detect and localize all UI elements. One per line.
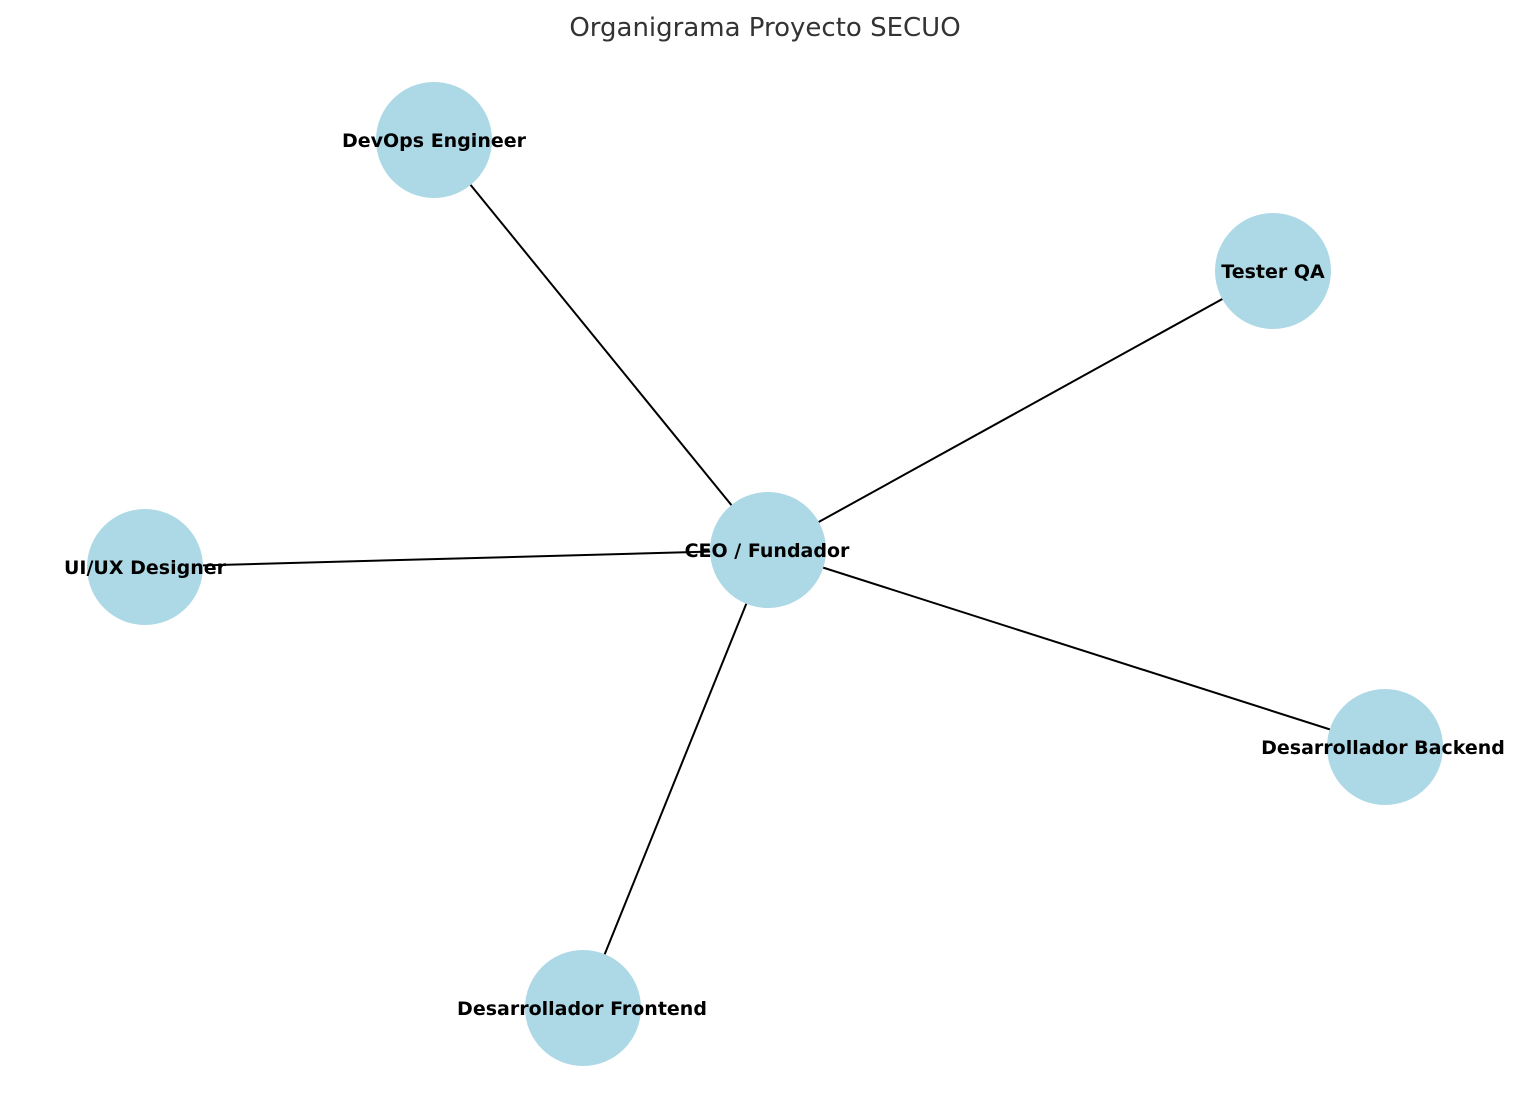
node-label-uiux: UI/UX Designer <box>64 557 227 579</box>
node-tester <box>1215 213 1331 329</box>
node-label-tester: Tester QA <box>1221 261 1325 283</box>
edge-ceo-tester <box>767 270 1274 551</box>
edge-ceo-backend <box>767 549 1386 748</box>
node-label-ceo: CEO / Fundador <box>685 540 850 562</box>
node-uiux <box>87 509 203 625</box>
node-ceo <box>710 492 826 608</box>
node-frontend <box>525 950 641 1066</box>
node-label-backend: Desarrollador Backend <box>1261 737 1505 759</box>
edge-ceo-uiux <box>144 549 769 568</box>
edge-ceo-frontend <box>582 549 769 1009</box>
labels-group: DevOps Engineer Tester QA UI/UX Designer… <box>64 130 1505 1020</box>
edges-group <box>144 139 1386 1009</box>
nodes-group <box>87 82 1443 1066</box>
chart-title: Organigrama Proyecto SECUO <box>569 13 960 43</box>
node-label-devops: DevOps Engineer <box>342 130 527 152</box>
node-devops <box>376 82 492 198</box>
edge-ceo-devops <box>433 139 769 551</box>
node-backend <box>1327 689 1443 805</box>
node-label-frontend: Desarrollador Frontend <box>457 998 707 1020</box>
